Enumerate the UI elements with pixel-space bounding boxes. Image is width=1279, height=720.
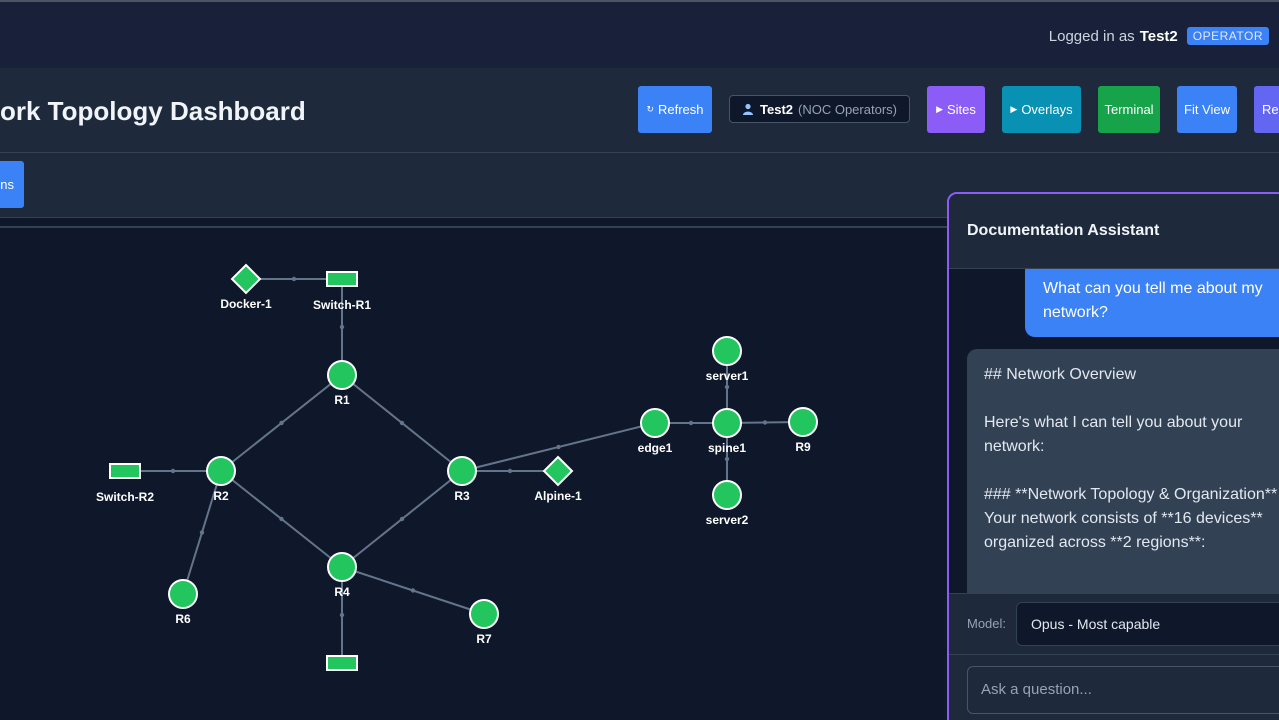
node-shape[interactable] <box>326 271 358 287</box>
link-midpoint <box>762 420 768 425</box>
node-label: edge1 <box>638 441 673 455</box>
node-shape[interactable] <box>109 463 141 479</box>
node-edge1[interactable]: edge1 <box>638 408 673 455</box>
node-server2[interactable]: server2 <box>706 480 749 527</box>
node-shape[interactable] <box>712 480 742 510</box>
node-shape[interactable] <box>788 407 818 437</box>
node-shape[interactable] <box>640 408 670 438</box>
logged-in-label: Logged in as <box>1048 27 1135 45</box>
node-label: R3 <box>454 489 470 503</box>
node-label: R7 <box>476 632 492 646</box>
node-R4[interactable]: R4 <box>327 552 357 599</box>
reset-button[interactable]: Res <box>1254 86 1279 133</box>
fit-view-button[interactable]: Fit View <box>1177 86 1237 133</box>
node-label: Switch-R2 <box>96 490 154 504</box>
node-Switch-R4[interactable] <box>326 655 358 671</box>
top-bar: Logged in as Test2 OPERATOR <box>0 0 1279 68</box>
model-select[interactable]: Opus - Most capable <box>1016 602 1279 646</box>
sites-button[interactable]: ▶ Sites <box>927 86 985 133</box>
node-label: server2 <box>706 513 749 527</box>
node-shape[interactable] <box>712 336 742 366</box>
terminal-button[interactable]: Terminal <box>1098 86 1160 133</box>
refresh-button[interactable]: ↻ Refresh <box>638 86 712 133</box>
node-Docker-1[interactable]: Docker-1 <box>220 263 272 311</box>
node-label: server1 <box>706 369 749 383</box>
link-midpoint <box>688 420 694 426</box>
link-midpoint <box>279 420 284 426</box>
link-midpoint <box>291 276 297 282</box>
node-server1[interactable]: server1 <box>706 336 749 383</box>
node-R1[interactable]: R1 <box>327 360 357 407</box>
overlays-button[interactable]: ▶ Overlays <box>1002 86 1081 133</box>
user-group-chip[interactable]: Test2 (NOC Operators) <box>729 95 910 123</box>
link-midpoint <box>339 324 345 330</box>
assistant-message: ## Network Overview Here's what I can te… <box>967 349 1279 593</box>
node-Alpine-1[interactable]: Alpine-1 <box>534 455 582 503</box>
node-label: Docker-1 <box>220 297 272 311</box>
node-R6[interactable]: R6 <box>168 579 198 626</box>
node-label: R6 <box>175 612 191 626</box>
node-Switch-R2[interactable]: Switch-R2 <box>96 463 154 504</box>
user-icon <box>743 103 754 115</box>
node-shape[interactable] <box>469 599 499 629</box>
link-midpoint <box>339 612 345 618</box>
node-label: Switch-R1 <box>313 298 371 312</box>
node-shape[interactable] <box>168 579 198 609</box>
node-spine1[interactable]: spine1 <box>708 408 746 455</box>
node-label: R1 <box>334 393 350 407</box>
node-shape[interactable] <box>327 360 357 390</box>
node-label: R2 <box>213 489 229 503</box>
overlays-label: Overlays <box>1021 102 1073 117</box>
node-shape[interactable] <box>542 455 574 487</box>
node-label: Alpine-1 <box>534 489 582 503</box>
user-chip-name: Test2 <box>760 101 794 117</box>
link-midpoint <box>556 444 561 450</box>
node-shape[interactable] <box>712 408 742 438</box>
play-icon: ▶ <box>936 104 943 114</box>
node-shape[interactable] <box>326 655 358 671</box>
role-badge: OPERATOR <box>1186 27 1269 45</box>
node-R3[interactable]: R3 <box>447 456 477 503</box>
link-midpoint <box>724 456 730 462</box>
question-input[interactable]: Ask a question... <box>967 666 1279 714</box>
node-shape[interactable] <box>327 552 357 582</box>
link-midpoint <box>399 420 405 426</box>
user-message: What can you tell me about my network? <box>1025 269 1279 337</box>
assistant-title: Documentation Assistant <box>949 194 1279 269</box>
link-midpoint <box>170 468 176 474</box>
node-shape[interactable] <box>206 456 236 486</box>
assistant-panel: Documentation Assistant What can you tel… <box>947 192 1279 720</box>
node-Switch-R1[interactable]: Switch-R1 <box>313 271 371 312</box>
username: Test2 <box>1139 27 1178 45</box>
link-midpoint <box>507 468 513 474</box>
node-shape[interactable] <box>447 456 477 486</box>
refresh-icon: ↻ <box>646 104 654 114</box>
divider <box>0 226 1279 228</box>
sites-label: Sites <box>947 102 976 117</box>
play-icon: ▶ <box>1010 104 1018 114</box>
link-midpoint <box>724 384 730 390</box>
node-label: R4 <box>334 585 350 599</box>
chat-messages[interactable]: What can you tell me about my network? #… <box>949 269 1279 593</box>
node-R9[interactable]: R9 <box>788 407 818 454</box>
link-midpoint <box>199 530 205 535</box>
model-label: Model: <box>967 616 1007 631</box>
link-midpoint <box>410 588 416 593</box>
model-row: Model: Opus - Most capable <box>949 593 1279 655</box>
refresh-label: Refresh <box>658 102 704 117</box>
node-label: spine1 <box>708 441 746 455</box>
secondary-button[interactable]: ns <box>0 161 24 208</box>
link-midpoint <box>399 516 405 522</box>
node-label: R9 <box>795 440 811 454</box>
page-title: ork Topology Dashboard <box>0 96 306 126</box>
link-midpoint <box>279 516 284 522</box>
node-R2[interactable]: R2 <box>206 456 236 503</box>
node-R7[interactable]: R7 <box>469 599 499 646</box>
node-shape[interactable] <box>230 263 262 295</box>
user-chip-group: (NOC Operators) <box>798 101 897 117</box>
login-status: Logged in as Test2 OPERATOR <box>1049 27 1269 45</box>
